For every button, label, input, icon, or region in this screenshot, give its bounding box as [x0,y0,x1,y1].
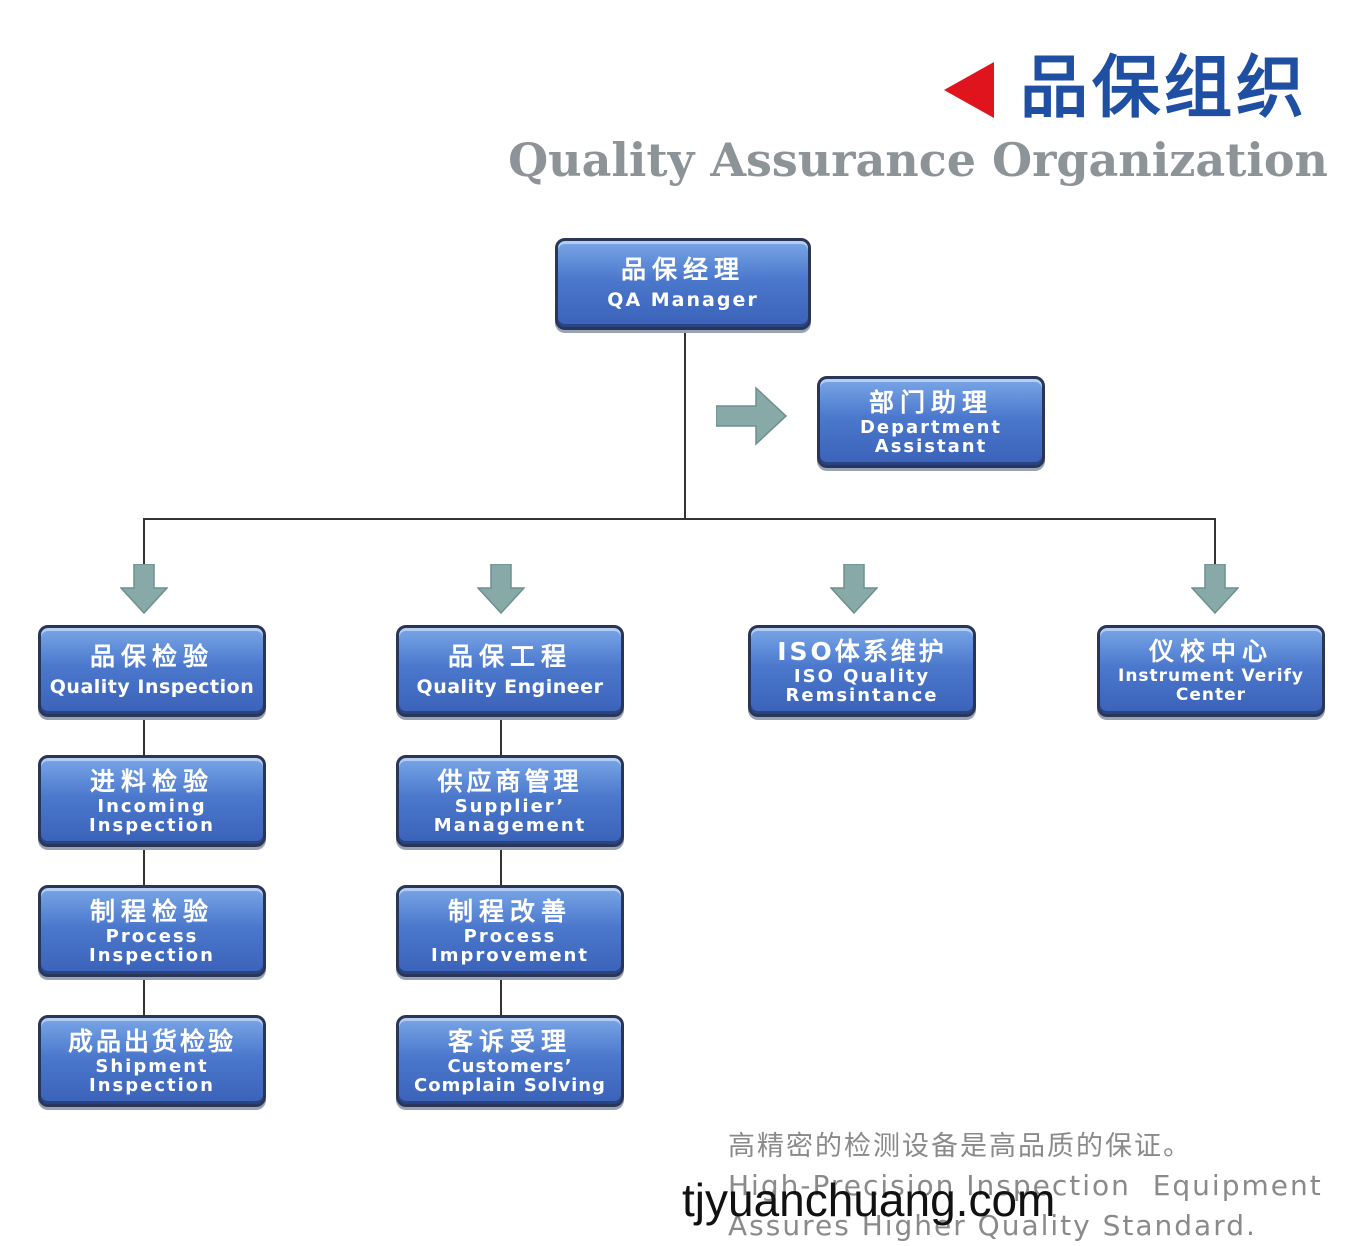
node-label-en: Quality Engineer [416,676,604,698]
node-label-cn: 进料检验 [89,767,214,796]
node-label-cn: 制程改善 [447,897,572,926]
connector-drop-1 [143,518,145,566]
node-shipment-inspection: 成品出货检验 Shipment Inspection [38,1015,266,1107]
node-label-en-line2: Improvement [431,945,589,966]
node-label-en-line1: Instrument Verify [1118,666,1304,686]
node-incoming-inspection: 进料检验 Incoming Inspection [38,755,266,847]
arrow-down-icon [477,564,525,614]
node-label-en-line2: Management [433,815,587,836]
connector-col1-stack [143,714,145,1018]
arrow-down-shape [1191,564,1239,614]
arrow-right-icon [716,386,788,446]
node-label-en-line1: Process [105,926,199,947]
node-label-cn: 品保经理 [620,255,745,284]
watermark-text: tjyuanchuang.com [682,1174,1056,1226]
arrow-down-shape [477,564,525,614]
node-label-en-line2: Inspection [89,815,215,836]
node-label-cn: 供应商管理 [437,767,583,796]
node-label-en: Quality Inspection [49,676,255,698]
connector-horizontal-bus [143,518,1216,520]
footer-caption-en: High-Precision Inspection Equipment Assu… [728,1166,1323,1246]
node-label-en-line1: Supplier’ [454,796,566,817]
arrow-down-icon [120,564,168,614]
node-department-assistant: 部门助理 Department Assistant [817,376,1045,468]
node-label-cn: ISO体系维护 [777,637,947,666]
arrow-down-icon [830,564,878,614]
connector-col2-stack [500,714,502,1018]
node-supplier-management: 供应商管理 Supplier’ Management [396,755,624,847]
node-customer-complain-solving: 客诉受理 Customers’ Complain Solving [396,1015,624,1107]
node-label-en-line2: Center [1175,685,1247,705]
node-label-cn: 品保工程 [447,642,572,671]
page-title-cn: 品保组织 [1020,48,1309,128]
node-label-en-line2: Assistant [874,436,988,457]
node-label-en-line1: Process [463,926,557,947]
node-label-en-line2: Inspection [89,1075,215,1096]
connector-drop-4 [1214,518,1216,566]
node-process-improvement: 制程改善 Process Improvement [396,885,624,977]
node-label-en-line2: Inspection [89,945,215,966]
node-label-cn: 部门助理 [868,388,993,417]
arrow-down-shape [120,564,168,614]
node-iso-maintenance: ISO体系维护 ISO Quality Remsintance [748,625,976,717]
node-label-en-line2: Complain Solving [414,1075,606,1096]
node-label-en-line1: Department [859,417,1003,438]
node-label-cn: 客诉受理 [447,1027,572,1056]
node-process-inspection: 制程检验 Process Inspection [38,885,266,977]
node-qa-manager: 品保经理 QA Manager [555,238,811,330]
node-instrument-verify-center: 仪校中心 Instrument Verify Center [1097,625,1325,717]
node-label-cn: 制程检验 [89,897,214,926]
title-triangle-icon [944,62,994,118]
node-label-en-line1: ISO Quality [793,666,931,687]
connector-manager-down [684,328,686,520]
node-label-en-line2: Remsintance [785,685,939,706]
node-quality-engineer: 品保工程 Quality Engineer [396,625,624,717]
node-label-en-line1: Customers’ [447,1056,573,1077]
node-label-en: QA Manager [607,289,759,311]
node-label-cn: 成品出货检验 [67,1027,236,1056]
arrow-down-icon [1191,564,1239,614]
footer-caption-en-line2: Assures Higher Quality Standard. [728,1209,1257,1242]
footer-caption-cn: 高精密的检测设备是高品质的保证。 [728,1131,1192,1162]
node-label-cn: 品保检验 [89,642,214,671]
node-label-cn: 仪校中心 [1148,637,1273,666]
page-title-en: Quality Assurance Organization [508,133,1328,187]
node-quality-inspection: 品保检验 Quality Inspection [38,625,266,717]
footer-caption-en-line1: High-Precision Inspection Equipment [728,1169,1323,1202]
node-label-en-line1: Incoming [97,796,207,817]
arrow-right-shape [716,386,788,446]
arrow-down-shape [830,564,878,614]
node-label-en-line1: Shipment [95,1056,209,1077]
